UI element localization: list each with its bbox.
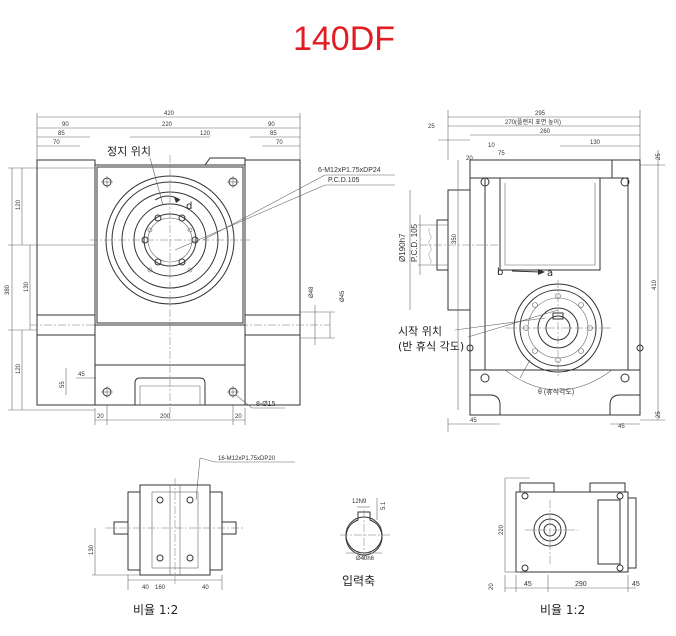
dim-upper-120: 120 <box>16 199 22 210</box>
label-arrow-a: a <box>547 268 553 279</box>
dim-bl-40r: 40 <box>202 585 209 591</box>
dim-key-width: 12N9 <box>352 499 367 505</box>
dim-h-45: 45 <box>78 372 85 378</box>
dim-left-85: 85 <box>58 131 65 137</box>
callout-thread: 6-M12xP1.75xDP24 <box>318 167 381 174</box>
dim-right-70: 70 <box>276 140 283 146</box>
dim-lower-120: 120 <box>16 363 22 374</box>
dim-key-depth: 5.1 <box>381 501 387 510</box>
dim-br-45r: 45 <box>632 581 640 588</box>
dim-left-70: 70 <box>53 140 60 146</box>
dim-top-270: 270(플랜지 표면 높이) <box>505 118 561 126</box>
bottom-left-view: 16-M12xP1.75xDP20 130 40 160 40 비율 1:2 <box>89 456 295 617</box>
dim-br-20: 20 <box>489 583 495 590</box>
dim-v-410: 410 <box>652 279 658 290</box>
dim-right-90: 90 <box>268 122 275 128</box>
dim-shaft-o45: Ø45 <box>340 290 346 302</box>
dim-t-10: 10 <box>488 143 495 149</box>
shaft-caption: 입력축 <box>342 574 375 588</box>
dim-bl-160: 160 <box>155 585 166 591</box>
dim-right-85: 85 <box>270 131 277 137</box>
dim-left-90: 90 <box>62 122 69 128</box>
dim-shaft-o48: Ø48 <box>309 286 315 298</box>
dim-center-220: 220 <box>162 122 173 128</box>
dim-v-350: 350 <box>452 233 458 244</box>
dim-t-25: 25 <box>428 124 435 130</box>
dim-top-260: 260 <box>540 129 551 135</box>
bottom-right-view: 220 20 45 290 45 비율 1:2 <box>489 477 640 617</box>
page-title: 140DF <box>293 20 395 58</box>
label-arrow-d: d <box>186 201 192 212</box>
scale-right: 비율 1:2 <box>540 603 585 617</box>
callout-pcd: P.C.D.105 <box>328 177 359 184</box>
label-stop-position: 정지 위치 <box>107 145 151 158</box>
callout-16-thread: 16-M12xP1.75xDP20 <box>218 456 276 462</box>
dim-base-l20: 20 <box>97 414 104 420</box>
dim-b-45: 45 <box>470 418 477 424</box>
dim-b-25: 25 <box>656 411 662 418</box>
label-start-position: 시작 위치 <box>398 325 442 338</box>
dim-t-20: 20 <box>466 156 473 162</box>
dim-bl-40: 40 <box>142 585 149 591</box>
dim-top-295: 295 <box>535 111 546 117</box>
dim-flange-dia: Ø190h7 <box>398 233 407 262</box>
label-arrow-b: b <box>497 267 503 278</box>
dim-mid-130: 130 <box>24 281 30 292</box>
shaft-detail: 12N9 5.1 Ø40h6 입력축 <box>340 498 390 588</box>
dim-height-380: 380 <box>5 284 11 295</box>
dim-h-55: 55 <box>60 381 66 388</box>
dim-theta: θ (휴식각도) <box>538 387 574 396</box>
scale-left: 비율 1:2 <box>133 603 178 617</box>
dim-shaft-dia: Ø40h6 <box>356 556 375 562</box>
dim-base-200: 200 <box>160 414 171 420</box>
side-view: 295 270(플랜지 표면 높이) 260 130 25 10 75 20 4… <box>398 110 665 432</box>
label-start-position-sub: (반 휴식 각도) <box>398 340 464 353</box>
dim-br-45: 45 <box>524 581 532 588</box>
dim-center-120: 120 <box>200 131 211 137</box>
dim-br-290: 290 <box>575 581 587 588</box>
dim-top-130: 130 <box>590 140 601 146</box>
dim-pcd-vertical: P.C.D. 105 <box>410 223 419 262</box>
dim-width-total: 420 <box>164 111 175 117</box>
callout-hole: 8-Ø15 <box>256 401 276 408</box>
dim-base-r20: 20 <box>235 414 242 420</box>
dim-b-45r: 45 <box>618 424 625 430</box>
dim-bl-130: 130 <box>89 544 95 555</box>
dim-r-25: 25 <box>656 153 662 160</box>
dim-br-220: 220 <box>499 524 505 535</box>
front-view: 420 90 85 70 220 120 90 85 70 380 120 13… <box>5 111 395 425</box>
dim-t-75: 75 <box>498 151 505 157</box>
